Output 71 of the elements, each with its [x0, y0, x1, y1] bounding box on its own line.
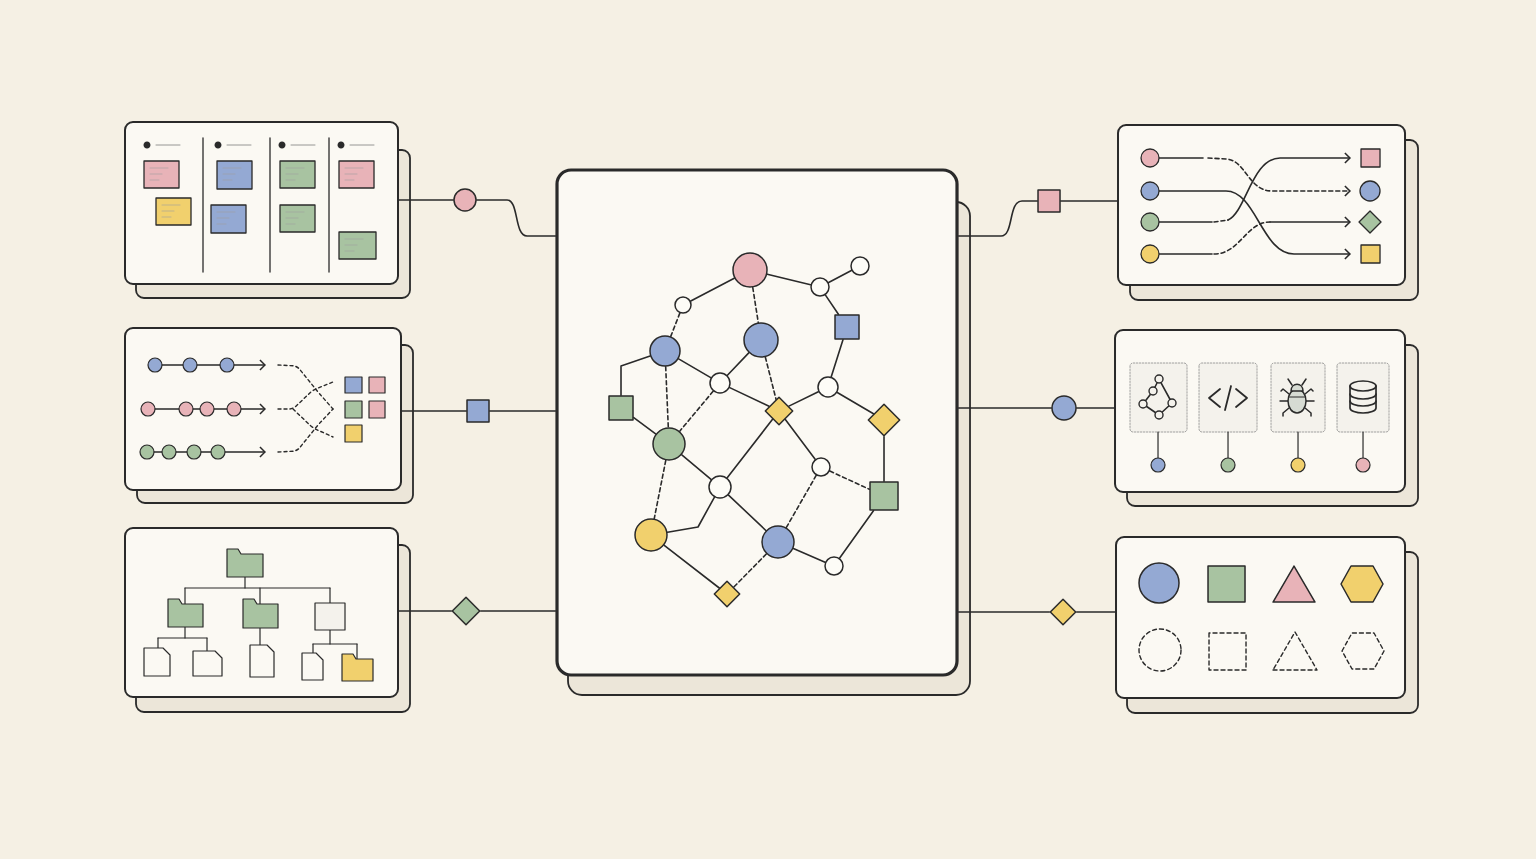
connector-line: [1075, 407, 1115, 409]
circle-node: [634, 518, 668, 552]
dashed-line: [664, 365, 670, 429]
dashed-line: [764, 356, 777, 401]
dashed-line: [829, 470, 871, 491]
connector-line: [475, 199, 557, 237]
square-marker: [1037, 189, 1061, 213]
connector-line: [620, 355, 651, 397]
square-node: [608, 395, 634, 421]
diamond-marker: [1049, 598, 1077, 626]
connector-line: [957, 611, 1051, 613]
circle-node: [850, 256, 870, 276]
connector-line: [398, 199, 455, 201]
connector-line: [727, 494, 767, 532]
connector-line: [681, 454, 712, 481]
circle-node: [709, 372, 731, 394]
connector-line: [479, 610, 557, 612]
diamond-node: [867, 403, 901, 437]
card-panel: [1117, 124, 1419, 301]
connector-line: [728, 386, 770, 408]
connector-line: [836, 391, 875, 415]
connector-line: [677, 358, 712, 379]
square-node: [834, 314, 860, 340]
diamond-marker: [451, 596, 481, 626]
circle-node: [817, 376, 839, 398]
circle-node: [649, 335, 681, 367]
circle-node: [761, 525, 795, 559]
dashed-line: [678, 390, 714, 432]
connector-line: [401, 410, 468, 412]
dashed-line: [785, 474, 817, 529]
dashed-line: [669, 312, 681, 338]
circle-node: [732, 252, 768, 288]
connector-line: [689, 277, 736, 302]
circle-marker: [1051, 395, 1077, 421]
circle-marker: [453, 188, 477, 212]
circle-node: [811, 457, 831, 477]
square-marker: [466, 399, 490, 423]
connector-line: [838, 509, 875, 559]
circle-node: [810, 277, 830, 297]
connector-line: [1059, 200, 1118, 202]
connector-line: [726, 418, 774, 479]
connector-line: [632, 416, 657, 435]
card-panel: [555, 168, 971, 696]
diamond-node: [764, 396, 794, 426]
connector-line: [663, 544, 721, 589]
connector-line: [957, 200, 1039, 237]
connector-line: [726, 352, 750, 377]
connector-line: [488, 410, 557, 412]
dashed-line: [653, 459, 667, 520]
circle-node: [652, 427, 686, 461]
connector-line: [784, 418, 816, 460]
square-node: [869, 481, 899, 511]
connector-line: [792, 547, 826, 563]
connector-line: [827, 269, 853, 284]
connector-line: [883, 435, 885, 483]
connector-line: [766, 273, 812, 286]
connector-line: [1075, 611, 1116, 613]
diamond-node: [713, 580, 741, 608]
connector-line: [830, 338, 844, 378]
connector-line: [957, 407, 1053, 409]
connector-line: [788, 390, 820, 407]
circle-node: [674, 296, 692, 314]
card-panel: [124, 327, 414, 504]
circle-node: [824, 556, 844, 576]
connector-line: [398, 610, 453, 612]
connector-line: [666, 496, 716, 533]
circle-node: [708, 475, 732, 499]
dashed-line: [733, 553, 768, 588]
dashed-line: [751, 286, 760, 324]
circle-node: [743, 322, 779, 358]
connector-line: [824, 294, 840, 316]
